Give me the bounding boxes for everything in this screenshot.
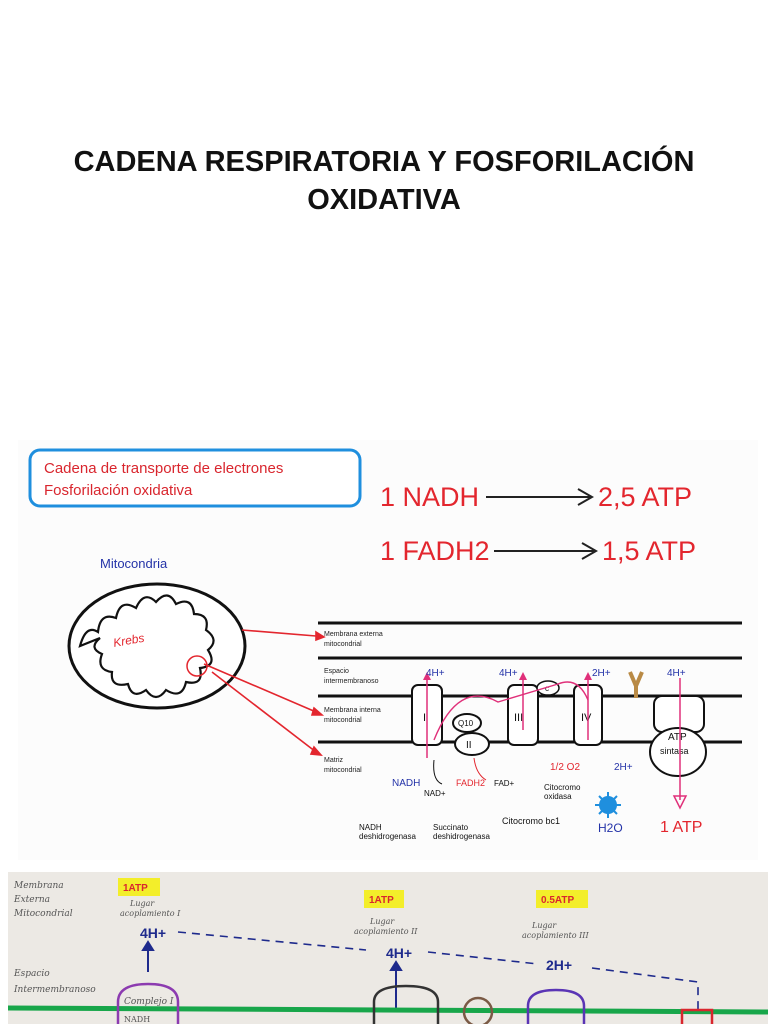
sketch-canvas: Membrana Externa Mitocondrial Espacio In… xyxy=(8,872,768,1024)
sketch-site-1a: Lugar xyxy=(129,899,155,908)
sketch-left-3: Mitocondrial xyxy=(13,909,73,919)
mitochondrion-cristae xyxy=(78,594,215,699)
label-outer-1: Membrana externa xyxy=(324,631,383,638)
respiratory-chain-diagram: Cadena de transporte de electrones Fosfo… xyxy=(18,440,758,860)
sketch-atp-tag-3 xyxy=(536,890,588,908)
sketch-nadh: NADH xyxy=(124,1015,150,1024)
handdrawn-sketch: Membrana Externa Mitocondrial Espacio In… xyxy=(8,872,768,1024)
sketch-site-2b: acoplamiento II xyxy=(354,927,418,936)
complex-iii-label: III xyxy=(514,712,523,724)
sketch-atp-tag-2 xyxy=(364,890,404,908)
complex-i-label: I xyxy=(423,712,426,724)
sketch-complex-iv xyxy=(526,988,586,1024)
sketch-site-3b: acoplamiento III xyxy=(522,931,589,940)
enzyme-cyt-ox-1: Citocromo xyxy=(544,783,581,792)
label-inter-2: intermembranoso xyxy=(324,678,379,685)
slide-title: CADENA RESPIRATORIA Y FOSFORILACIÓN OXID… xyxy=(40,143,728,219)
sketch-complex-iii xyxy=(372,984,440,1024)
label-outer-2: mitocondrial xyxy=(324,641,362,648)
complex-iv-label: IV xyxy=(581,712,592,724)
yield-fadh-left: 1 FADH2 xyxy=(380,536,490,566)
sketch-site-2a: Lugar xyxy=(369,917,395,926)
substrate-nad: NAD+ xyxy=(424,789,446,798)
sketch-membrane xyxy=(8,1005,768,1015)
yield-nadh-left: 1 NADH xyxy=(380,482,479,512)
yield-arrowhead-2 xyxy=(581,542,599,560)
label-inner-1: Membrana interna xyxy=(324,707,381,714)
topic-line-2: Fosforilación oxidativa xyxy=(44,482,193,499)
sketch-site-3a: Lugar xyxy=(531,921,557,930)
ubiquinone-label: Q10 xyxy=(458,719,474,728)
cytochrome-c xyxy=(536,680,560,696)
product-h2o: H2O xyxy=(598,821,623,835)
topic-box xyxy=(28,448,362,508)
substrate-fadh2: FADH2 xyxy=(456,778,485,788)
protons-synthase: 4H+ xyxy=(667,668,686,679)
sketch-atp-1: 1ATP xyxy=(123,883,148,894)
channel-icon xyxy=(628,671,644,698)
ubiquinone xyxy=(452,713,482,733)
sketch-left-4: Espacio xyxy=(13,969,50,979)
mito-label: Mitocondria xyxy=(100,556,168,571)
sketch-atp-2: 1ATP xyxy=(369,895,394,906)
pointer-arrows xyxy=(203,629,326,756)
enzyme-nadh-2: deshidrogenasa xyxy=(359,832,416,841)
sketch-proton-path xyxy=(177,931,699,1012)
title-line-1: CADENA RESPIRATORIA Y FOSFORILACIÓN xyxy=(73,146,695,178)
protons-matrix: 2H+ xyxy=(614,762,633,773)
sketch-left-2: Externa xyxy=(13,895,50,905)
label-matrix-1: Matriz xyxy=(324,757,344,764)
sketch-complex-i xyxy=(116,982,180,1024)
enzyme-succ-1: Succinato xyxy=(433,823,469,832)
enzyme-cyt-bc1: Citocromo bc1 xyxy=(502,816,560,826)
sketch-atp-synthase xyxy=(680,1008,714,1024)
diagram-canvas: Cadena de transporte de electrones Fosfo… xyxy=(18,440,758,860)
protons-iii: 4H+ xyxy=(499,668,518,679)
protons-i: 4H+ xyxy=(426,668,445,679)
yield-fadh-right: 1,5 ATP xyxy=(602,536,696,566)
sketch-atp-tag-1 xyxy=(118,878,160,896)
sketch-complex-1: Complejo I xyxy=(124,997,174,1007)
sketch-proton-3: 2H+ xyxy=(546,957,572,973)
atp-synthase-label-1: ATP xyxy=(668,732,687,743)
enzyme-cyt-ox-2: oxidasa xyxy=(544,792,572,801)
substrate-nadh: NADH xyxy=(392,778,420,789)
enzyme-nadh-1: NADH xyxy=(359,823,382,832)
electron-flow xyxy=(433,681,589,741)
sketch-proton-2: 4H+ xyxy=(386,945,412,961)
substrate-o2: 1/2 O2 xyxy=(550,762,580,773)
complex-ii xyxy=(454,732,490,756)
label-inner-2: mitocondrial xyxy=(324,717,362,724)
enzyme-succ-2: deshidrogenasa xyxy=(433,832,490,841)
sketch-proton-1: 4H+ xyxy=(140,925,166,941)
water-splash-icon xyxy=(595,792,621,818)
substrate-fad: FAD+ xyxy=(494,779,515,788)
label-matrix-2: mitocondrial xyxy=(324,767,362,774)
sketch-left-5: Intermembranoso xyxy=(13,985,96,995)
sketch-site-1b: acoplamiento I xyxy=(120,909,181,918)
sketch-left-1: Membrana xyxy=(13,881,64,891)
atp-synthase-stalk xyxy=(653,695,705,733)
label-inter-1: Espacio xyxy=(324,668,349,675)
atp-synthase-head xyxy=(649,727,707,777)
krebs-label: Krebs xyxy=(112,631,145,650)
sketch-atp-3: 0.5ATP xyxy=(541,895,574,906)
title-line-2: OXIDATIVA xyxy=(307,184,461,216)
product-atp: 1 ATP xyxy=(660,819,702,836)
sketch-cytochrome xyxy=(462,996,494,1024)
atp-synthase-label-2: sintasa xyxy=(660,746,689,756)
protons-iv: 2H+ xyxy=(592,668,611,679)
yield-arrowhead-1 xyxy=(577,488,595,506)
cytochrome-c-label: c xyxy=(545,684,549,693)
complex-ii-label: II xyxy=(466,740,472,751)
yield-nadh-right: 2,5 ATP xyxy=(598,482,692,512)
topic-line-1: Cadena de transporte de electrones xyxy=(44,460,283,477)
